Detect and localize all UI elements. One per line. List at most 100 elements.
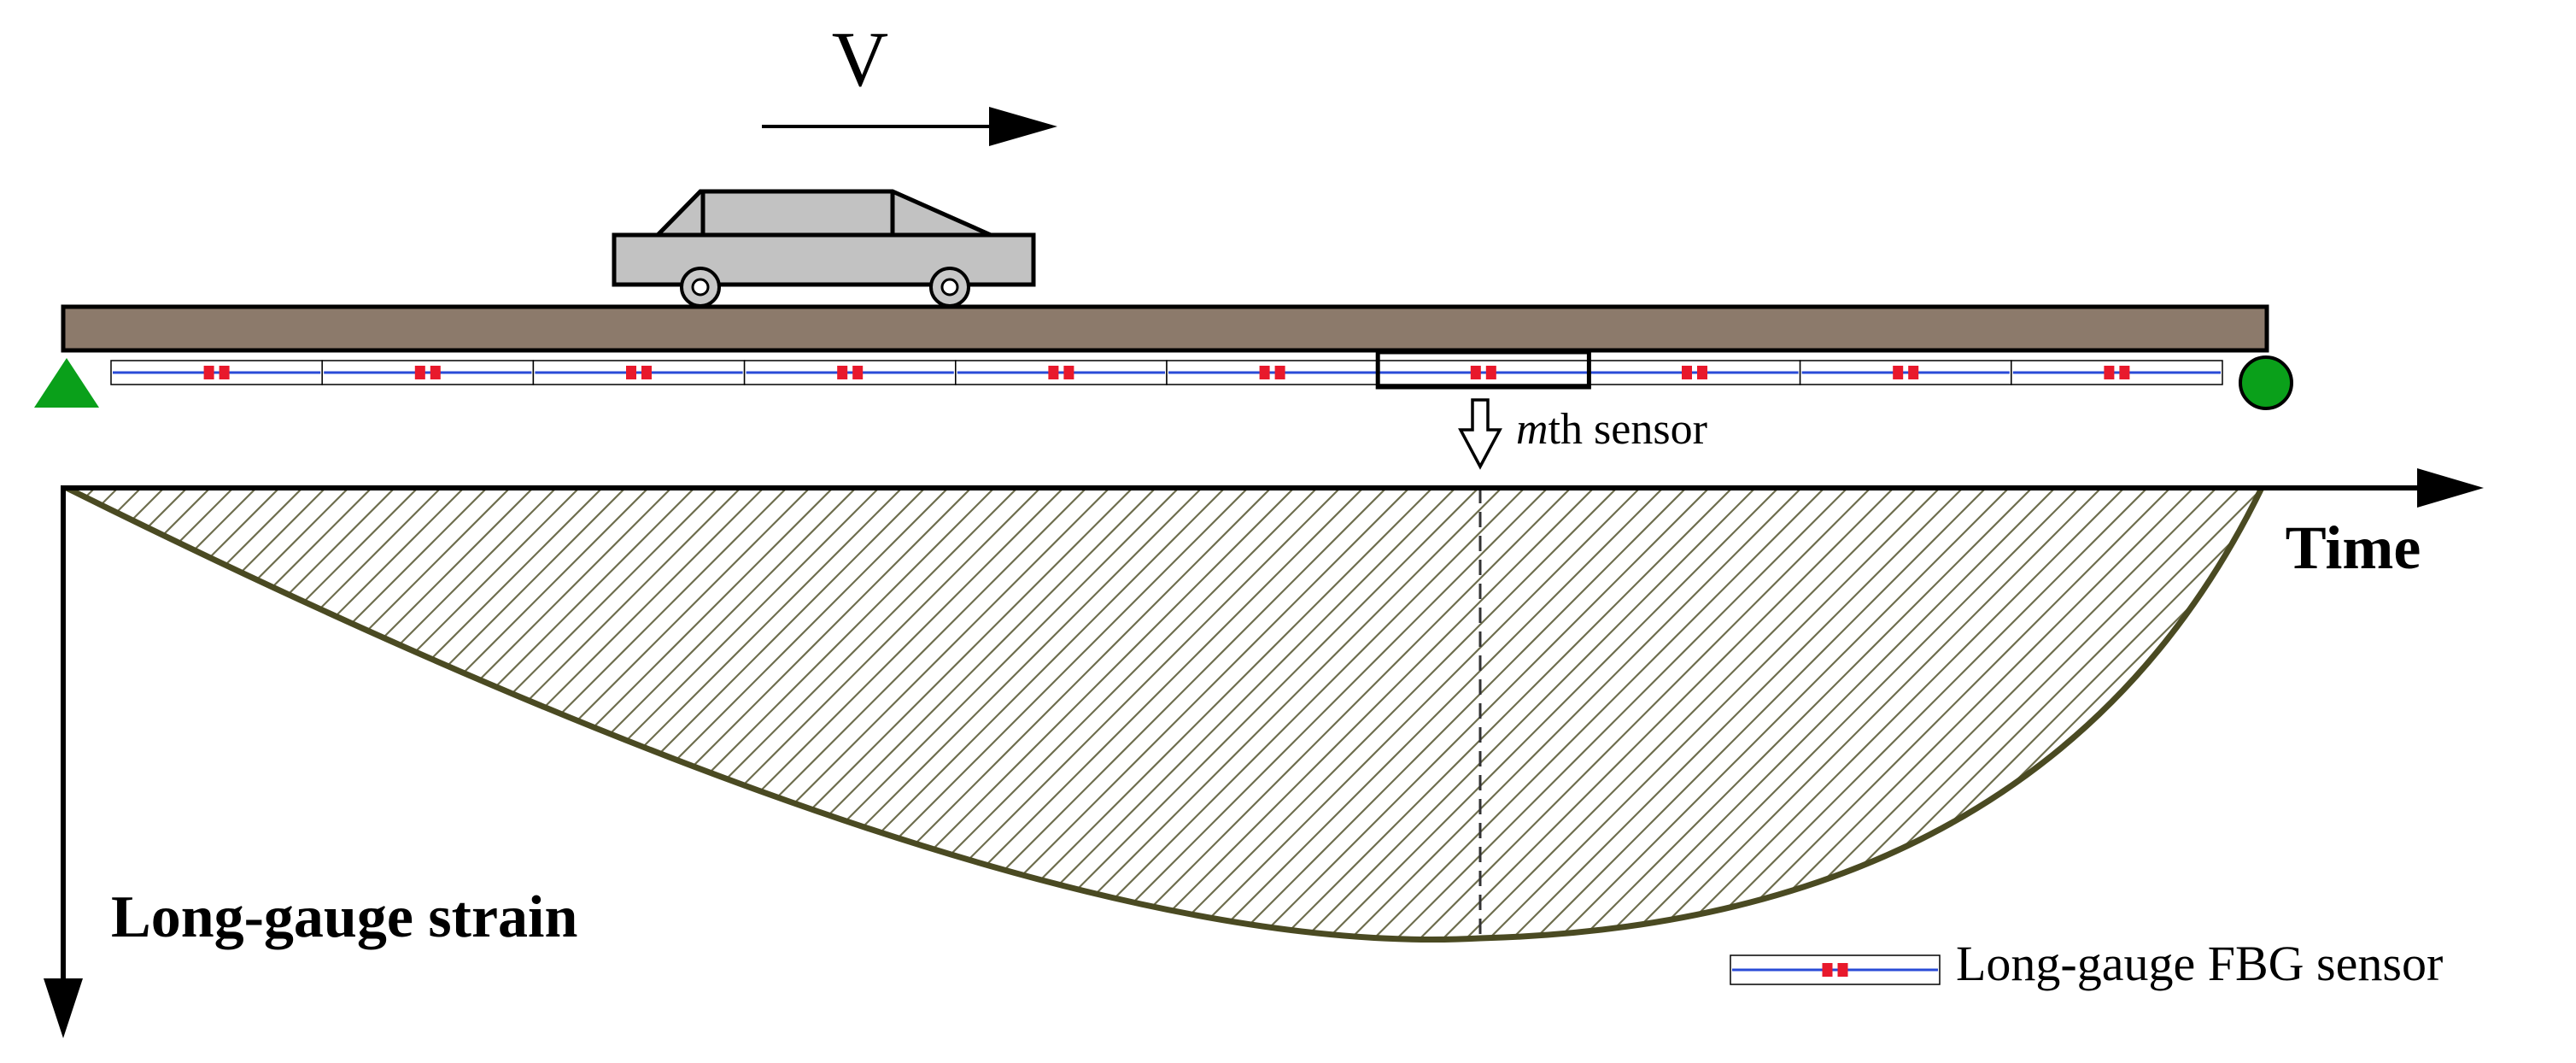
hatch-line bbox=[1216, 488, 1696, 940]
strain-influence-curve bbox=[65, 485, 2265, 943]
strain-axis-arrow-head bbox=[44, 978, 83, 1038]
hatch-line bbox=[963, 488, 1443, 940]
fbg-sensor bbox=[1730, 954, 1941, 985]
hatch-line bbox=[1170, 488, 1650, 940]
hatch-line bbox=[986, 488, 1466, 940]
hatch-line bbox=[709, 488, 1189, 940]
hatch-line bbox=[801, 488, 1281, 940]
fbg-sensor-5 bbox=[955, 360, 1168, 385]
hatch-line bbox=[686, 488, 1166, 940]
time-axis: Time bbox=[63, 468, 2484, 582]
fbg-sensor-2 bbox=[321, 360, 535, 385]
car-icon bbox=[612, 189, 1036, 308]
fbg-grating-marker bbox=[430, 366, 441, 379]
fbg-grating-marker bbox=[1837, 963, 1848, 977]
velocity-arrow-head bbox=[989, 107, 1057, 146]
hatch-line bbox=[1032, 488, 1512, 940]
velocity-label: V bbox=[832, 15, 888, 103]
hatch-line bbox=[1585, 488, 2065, 940]
hatch-line bbox=[2416, 479, 2576, 957]
hatch-line bbox=[640, 488, 1120, 940]
fbg-sensor-10 bbox=[2011, 360, 2223, 385]
fbg-grating-marker bbox=[1893, 366, 1904, 379]
hatch-line bbox=[1677, 488, 2157, 940]
hatch-line bbox=[1839, 488, 2262, 940]
hatch-line bbox=[1701, 488, 2181, 940]
hatch-line bbox=[2532, 479, 2576, 957]
fbg-grating-marker bbox=[1048, 366, 1059, 379]
car-cabin bbox=[653, 189, 992, 238]
sensor-callout-label: mth sensor bbox=[1516, 405, 1707, 454]
hatch-line bbox=[2462, 479, 2576, 957]
hatch-line bbox=[755, 488, 1235, 940]
fbg-grating-marker bbox=[1485, 366, 1496, 379]
fbg-grating-marker bbox=[1274, 366, 1285, 379]
hatch-line bbox=[1654, 488, 2134, 940]
fbg-sensor-1 bbox=[110, 360, 323, 385]
hatch-line bbox=[1608, 488, 2088, 940]
hatch-line bbox=[1262, 488, 1742, 940]
fbg-sensor-6 bbox=[1166, 360, 1379, 385]
hatch-line bbox=[1055, 488, 1535, 940]
hatch-line bbox=[1124, 488, 1604, 940]
strain-axis-label: Long-gauge strain bbox=[111, 884, 577, 950]
hatch-line bbox=[617, 488, 1097, 940]
hatch-line bbox=[0, 479, 58, 957]
hatch-line bbox=[2555, 479, 2576, 957]
hatch-line bbox=[67, 488, 82, 940]
fbg-grating-marker bbox=[1908, 366, 1919, 379]
time-axis-arrow-head bbox=[2417, 468, 2484, 508]
hatch-line bbox=[2509, 479, 2576, 957]
hatch-line bbox=[1516, 488, 1996, 940]
fbg-grating-marker bbox=[203, 366, 214, 379]
hatch-line bbox=[1447, 488, 1927, 940]
hatch-line bbox=[547, 488, 1027, 940]
fbg-grating-marker bbox=[1697, 366, 1707, 379]
legend-sensor-symbol bbox=[1730, 954, 1941, 985]
car-body bbox=[612, 232, 1036, 287]
hatch-line bbox=[893, 488, 1373, 940]
hatch-line bbox=[847, 488, 1327, 940]
roller-support-icon bbox=[2239, 355, 2293, 410]
hatch-line bbox=[1009, 488, 1489, 940]
hatch-line bbox=[571, 488, 1051, 940]
hatch-line bbox=[778, 488, 1258, 940]
fbg-grating-marker bbox=[2104, 366, 2115, 379]
fbg-grating-marker bbox=[641, 366, 652, 379]
fbg-sensor-3 bbox=[532, 360, 746, 385]
fbg-sensor-7 bbox=[1377, 360, 1590, 385]
hatch-line bbox=[594, 488, 1074, 940]
hatch-line bbox=[1308, 488, 1789, 940]
hatch-line bbox=[1539, 488, 2019, 940]
fbg-sensor-4 bbox=[743, 360, 957, 385]
hatch-line bbox=[67, 488, 105, 940]
hatch-line bbox=[1770, 488, 2250, 940]
fbg-grating-marker bbox=[852, 366, 864, 379]
hatch-line bbox=[732, 488, 1212, 940]
hatch-line bbox=[1562, 488, 2042, 940]
fbg-grating-marker bbox=[837, 366, 848, 379]
fbg-grating-marker bbox=[1063, 366, 1074, 379]
hatch-line bbox=[1285, 488, 1765, 940]
strain-area-hatching bbox=[0, 479, 2576, 957]
fbg-grating-marker bbox=[1822, 963, 1833, 977]
sensor-callout-rest: th sensor bbox=[1549, 405, 1707, 454]
hatch-line bbox=[870, 488, 1350, 940]
hatch-line bbox=[1747, 488, 2227, 940]
hatch-line bbox=[1424, 488, 1904, 940]
fbg-grating-marker bbox=[414, 366, 425, 379]
hatch-line bbox=[940, 488, 1420, 940]
hatch-line bbox=[1147, 488, 1627, 940]
hatch-line bbox=[1378, 488, 1858, 940]
legend: Long-gauge FBG sensor bbox=[1730, 936, 2443, 991]
fbg-sensor-9 bbox=[1799, 360, 2012, 385]
hatch-line bbox=[1493, 488, 1973, 940]
hatch-line bbox=[1816, 488, 2262, 940]
sensor-callout: mth sensor bbox=[1458, 398, 1707, 470]
legend-label: Long-gauge FBG sensor bbox=[1956, 936, 2443, 991]
hatch-line bbox=[1078, 488, 1558, 940]
car-wheel-front bbox=[929, 267, 970, 308]
hatch-line bbox=[1355, 488, 1835, 940]
